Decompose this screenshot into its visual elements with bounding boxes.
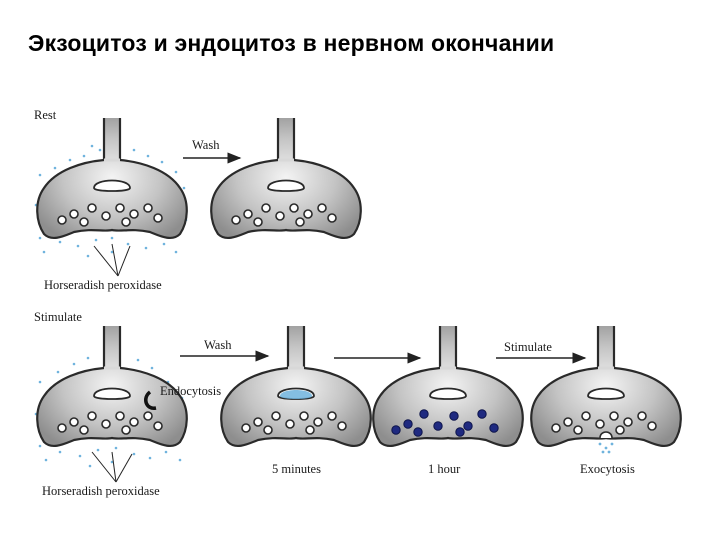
hrp-pointer-lines-top [93,243,131,277]
label-stimulate-right: Stimulate [504,340,552,354]
terminal-exocytosis [529,324,683,448]
label-5-minutes: 5 minutes [272,462,321,476]
slide-title: Экзоцитоз и эндоцитоз в нервном окончани… [28,30,555,56]
label-rest: Rest [34,108,57,122]
label-wash-top: Wash [192,138,220,152]
label-exocytosis: Exocytosis [580,462,635,476]
label-wash-bottom: Wash [204,338,232,352]
terminal-1-hour [371,324,525,448]
label-stimulate-left: Stimulate [34,310,82,324]
label-endocytosis: Endocytosis [160,384,222,398]
released-transmitter [598,442,614,454]
label-1-hour: 1 hour [428,462,461,476]
terminal-5-minutes [219,324,373,448]
terminal-washed-top [209,116,363,240]
endocytosis-pit [144,390,157,410]
label-hrp-bottom: Horseradish peroxidase [42,484,160,498]
terminal-rest [35,116,189,240]
hrp-pointer-lines-bottom [91,451,133,483]
label-hrp-top: Horseradish peroxidase [44,278,162,292]
